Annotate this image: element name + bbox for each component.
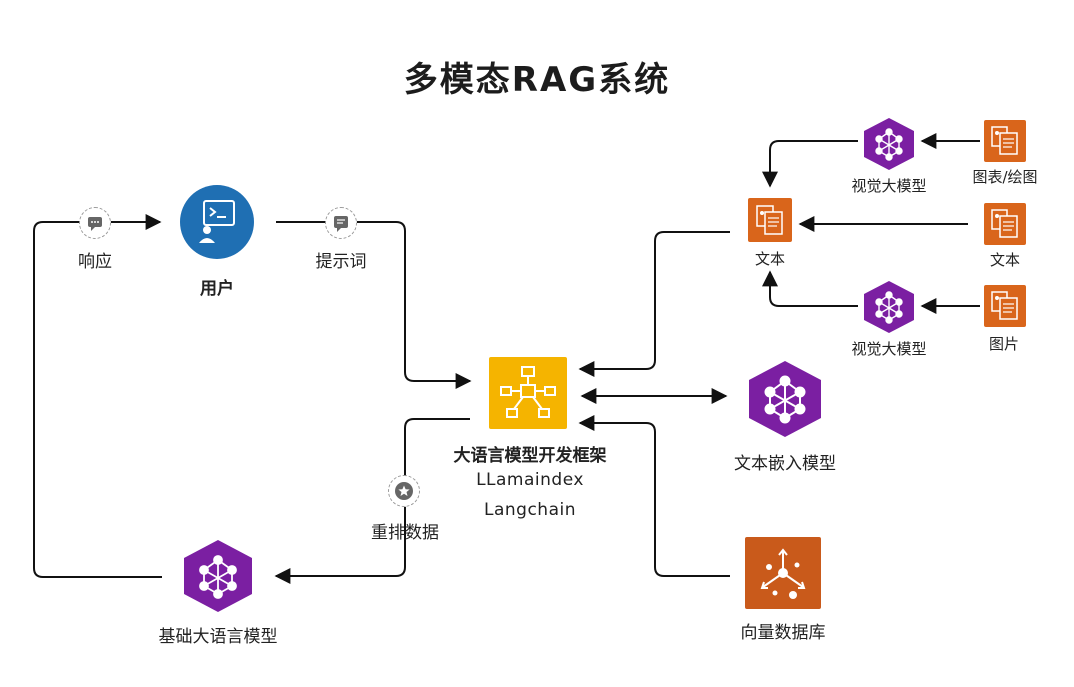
source-text-node xyxy=(984,203,1026,245)
chat-bubble-icon xyxy=(79,207,111,239)
framework-sub-langchain: Langchain xyxy=(484,500,576,520)
diagram-title: 多模态RAG系统 xyxy=(403,60,671,100)
source-charts-label: 图表/绘图 xyxy=(972,168,1038,186)
vision-model-top-label: 视觉大模型 xyxy=(851,177,927,195)
edge-vision-bottom-to-text xyxy=(762,270,858,307)
source-text-label: 文本 xyxy=(989,251,1021,269)
edge-rerank xyxy=(274,418,470,584)
text-center-label: 文本 xyxy=(754,250,786,268)
base-llm-label: 基础大语言模型 xyxy=(158,627,278,647)
charts-document-icon xyxy=(991,126,1018,155)
edge-label-prompt: 提示词 xyxy=(315,252,367,272)
text-center-node xyxy=(748,198,792,242)
vector-db-label: 向量数据库 xyxy=(740,623,826,643)
user-label: 用户 xyxy=(200,279,234,299)
edge-text-to-framework xyxy=(578,231,730,377)
document-icon xyxy=(756,205,783,235)
edge-response xyxy=(33,214,162,578)
message-icon xyxy=(325,207,357,239)
user-terminal-icon xyxy=(199,200,235,243)
edge-prompt xyxy=(276,221,472,389)
source-images-node xyxy=(984,285,1026,327)
embed-model-hex-icon xyxy=(749,361,821,437)
source-charts-node xyxy=(984,120,1026,162)
edge-label-rerank: 重排数据 xyxy=(371,523,439,543)
embed-model-label: 文本嵌入模型 xyxy=(734,454,836,474)
vision-model-top-hex-icon xyxy=(864,118,914,170)
vector-db-node xyxy=(745,537,821,609)
vision-model-bottom-hex-icon xyxy=(864,281,914,333)
images-document-icon xyxy=(991,291,1018,320)
edge-vision-top-to-text xyxy=(762,140,858,188)
text-document-icon xyxy=(991,209,1018,238)
edge-vectordb-to-framework xyxy=(578,415,730,577)
vision-model-bottom-label: 视觉大模型 xyxy=(851,340,927,358)
star-icon xyxy=(388,475,420,507)
framework-node xyxy=(489,357,567,429)
framework-sub-llamaindex: LLamaindex xyxy=(476,470,584,490)
hierarchy-icon xyxy=(500,366,556,418)
vector-db-icon xyxy=(760,548,806,599)
user-node xyxy=(180,185,254,259)
edge-label-response: 响应 xyxy=(78,252,112,272)
source-images-label: 图片 xyxy=(988,335,1020,353)
framework-label: 大语言模型开发框架 xyxy=(453,446,607,466)
base-llm-hex-icon xyxy=(184,540,252,612)
